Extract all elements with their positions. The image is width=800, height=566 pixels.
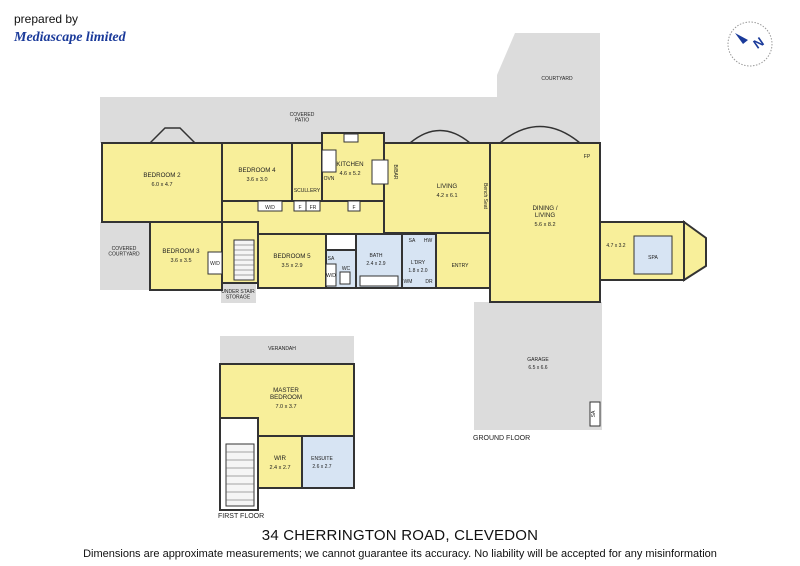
- stair-treads: [234, 244, 254, 276]
- garage-sa-label: SA: [591, 410, 597, 417]
- kitchen-name: KITCHEN: [336, 161, 363, 168]
- courtyard-area: [497, 33, 600, 143]
- wd-bed4-box: [257, 200, 283, 212]
- bedroom3-name: BEDROOM 3: [162, 248, 200, 255]
- courtyard-label: COURTYARD: [541, 76, 573, 82]
- entry-name: ENTRY: [452, 263, 470, 269]
- bedroom2-name: BEDROOM 2: [143, 172, 181, 179]
- bedroom5-name: BEDROOM 5: [273, 253, 311, 260]
- toilet: [339, 271, 351, 285]
- wir-name: WIR: [274, 455, 287, 462]
- oven-label: OVN: [324, 176, 335, 182]
- kitchen-dims: 4.6 x 5.2: [339, 171, 360, 177]
- dining-name: DINING /LIVING: [532, 205, 557, 219]
- entry-room: [435, 232, 491, 289]
- wd-bed5-box: [325, 263, 337, 287]
- bedroom2-dims: 6.0 x 4.7: [151, 182, 172, 188]
- wd-bed3-box: [207, 251, 223, 275]
- sa-ldry-label: SA: [409, 238, 416, 244]
- garage-area: [474, 302, 602, 430]
- bedroom5-dims: 3.5 x 2.9: [281, 263, 302, 269]
- garage-dims: 6.5 x 6.6: [528, 365, 547, 371]
- bedroom4-dims: 3.6 x 3.0: [246, 177, 267, 183]
- ensuite-name: ENSUITE: [311, 456, 333, 462]
- fridge-fr-box: [305, 200, 321, 212]
- sa-bed5-label: SA: [328, 256, 335, 262]
- prepared-by-label: prepared by: [14, 12, 79, 26]
- company-logo: Mediascape limited: [14, 30, 126, 45]
- bath-dims: 2.4 x 2.9: [366, 261, 385, 267]
- fp-label: FP: [584, 154, 591, 160]
- dr-label: DR: [425, 279, 433, 285]
- ensuite-dims: 2.6 x 2.7: [312, 464, 331, 470]
- garage-name: GARAGE: [527, 357, 549, 363]
- f1-label: F: [298, 205, 301, 211]
- bench-seat-label: Bench Seat: [482, 183, 488, 209]
- kitchen-sink: [343, 133, 359, 143]
- property-address: 34 CHERRINGTON ROAD, CLEVEDON: [261, 527, 539, 544]
- spa-bay: [683, 220, 707, 282]
- wir-room: [257, 435, 303, 489]
- first-stairs: [225, 443, 255, 507]
- living-dims: 4.2 x 6.1: [436, 193, 457, 199]
- master-bedroom-dims: 7.0 x 3.7: [275, 404, 296, 410]
- bathtub: [359, 275, 399, 287]
- covered-courtyard-area: [100, 222, 150, 290]
- dining-dims: 5.6 x 8.2: [534, 222, 555, 228]
- scullery-room: [291, 142, 323, 202]
- wir-dims: 2.4 x 2.7: [269, 465, 290, 471]
- bedroom5-room: [257, 233, 327, 289]
- spa-pool: [633, 235, 673, 275]
- spa-room-dims: 4.7 x 3.2: [606, 243, 625, 249]
- spa-name: SPA: [648, 255, 658, 261]
- ensuite-room: [301, 435, 355, 489]
- garage-sa-box: [589, 401, 601, 427]
- f2-label: F: [352, 205, 355, 211]
- ground-rooms: [101, 132, 707, 303]
- wd-bed3-label: W/D: [210, 261, 220, 267]
- kitchen-island: [371, 159, 389, 185]
- kitchen-oven: [321, 149, 337, 173]
- first-floor-label: FIRST FLOOR: [218, 513, 264, 520]
- wd-bed5-label: W/D: [326, 273, 336, 279]
- ground-floor-label: GROUND FLOOR: [473, 435, 530, 442]
- under-stair-area: [221, 283, 256, 303]
- living-name: LIVING: [437, 183, 457, 190]
- bedroom4-name: BEDROOM 4: [238, 167, 276, 174]
- verandah-area: [220, 336, 354, 364]
- scullery-name: SCULLERY: [294, 188, 321, 194]
- bedroom3-dims: 3.6 x 3.5: [170, 258, 191, 264]
- outdoor-areas: [100, 33, 602, 430]
- north-arrow-icon: N: [727, 21, 773, 67]
- bay-windows: [149, 125, 581, 144]
- bbar-label: B/BAR: [392, 164, 398, 179]
- verandah-label: VERANDAH: [268, 346, 296, 352]
- bath-name: BATH: [370, 253, 383, 259]
- wm-label: WM: [404, 279, 413, 285]
- fridge-f2-box: [347, 200, 361, 212]
- disclaimer-text: Dimensions are approximate measurements;…: [83, 548, 717, 560]
- wd-bed4-label: W/D: [265, 205, 275, 211]
- fr-label: FR: [310, 205, 317, 211]
- ldry-name: L'DRY: [411, 260, 426, 266]
- ldry-dims: 1.8 x 2.0: [408, 268, 427, 274]
- wc-label: WC: [342, 266, 351, 272]
- ldry-room: [401, 233, 437, 289]
- hw-label: HW: [424, 238, 433, 244]
